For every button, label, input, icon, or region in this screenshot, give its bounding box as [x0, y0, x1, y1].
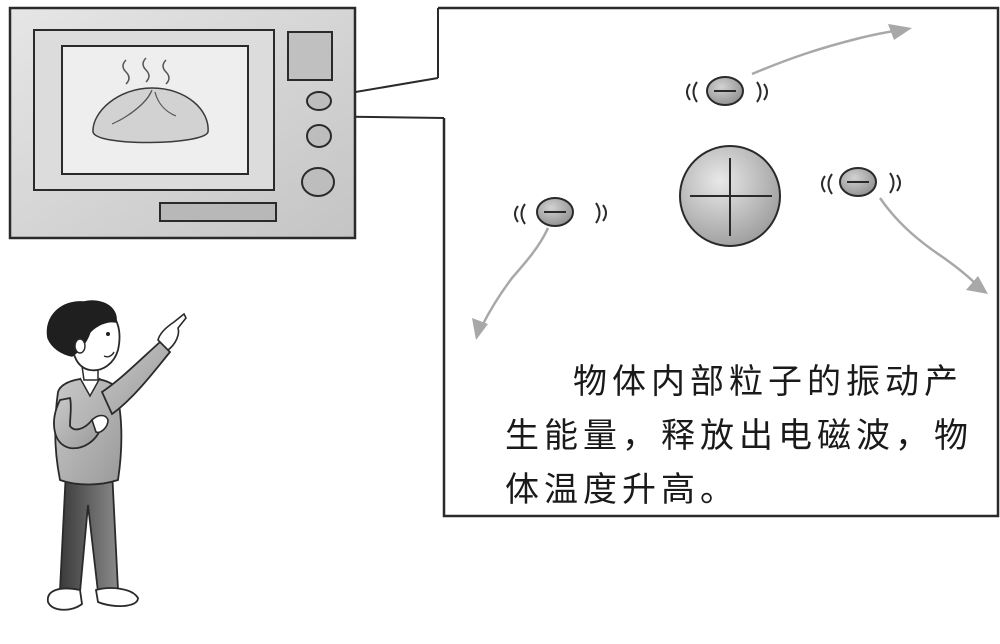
- right-shoe: [94, 587, 139, 607]
- shirt-collar: [79, 377, 101, 398]
- left-shoe: [47, 587, 83, 611]
- negative-particle-right: [821, 167, 901, 197]
- caption-line-1: 物体内部粒子的振动产: [573, 362, 963, 402]
- knob-top: [306, 91, 332, 111]
- steamed-bun-icon: [92, 57, 209, 144]
- trousers: [59, 469, 119, 593]
- negative-particle-left: [514, 197, 607, 227]
- positive-particle: [679, 145, 781, 247]
- negative-particle-top: [686, 76, 768, 106]
- wave-arrow-right: [878, 197, 988, 294]
- person-figure: [46, 300, 187, 611]
- chest-hand: [91, 414, 109, 434]
- caption-text: 物体内部粒子的振动产 生能量，释放出电磁波，物 体温度升高。: [505, 355, 970, 517]
- raised-arm: [100, 340, 172, 416]
- wave-arrow-left: [472, 227, 550, 340]
- wave-arrow-top: [751, 24, 912, 76]
- knob-middle: [306, 124, 332, 148]
- door-handle: [159, 202, 277, 222]
- pointing-hand: [157, 312, 187, 352]
- caption-line-3: 体温度升高。: [505, 470, 739, 510]
- control-display: [287, 31, 333, 81]
- hair: [46, 300, 117, 357]
- knob-bottom: [301, 167, 335, 197]
- caption-line-2: 生能量，释放出电磁波，物: [505, 416, 973, 456]
